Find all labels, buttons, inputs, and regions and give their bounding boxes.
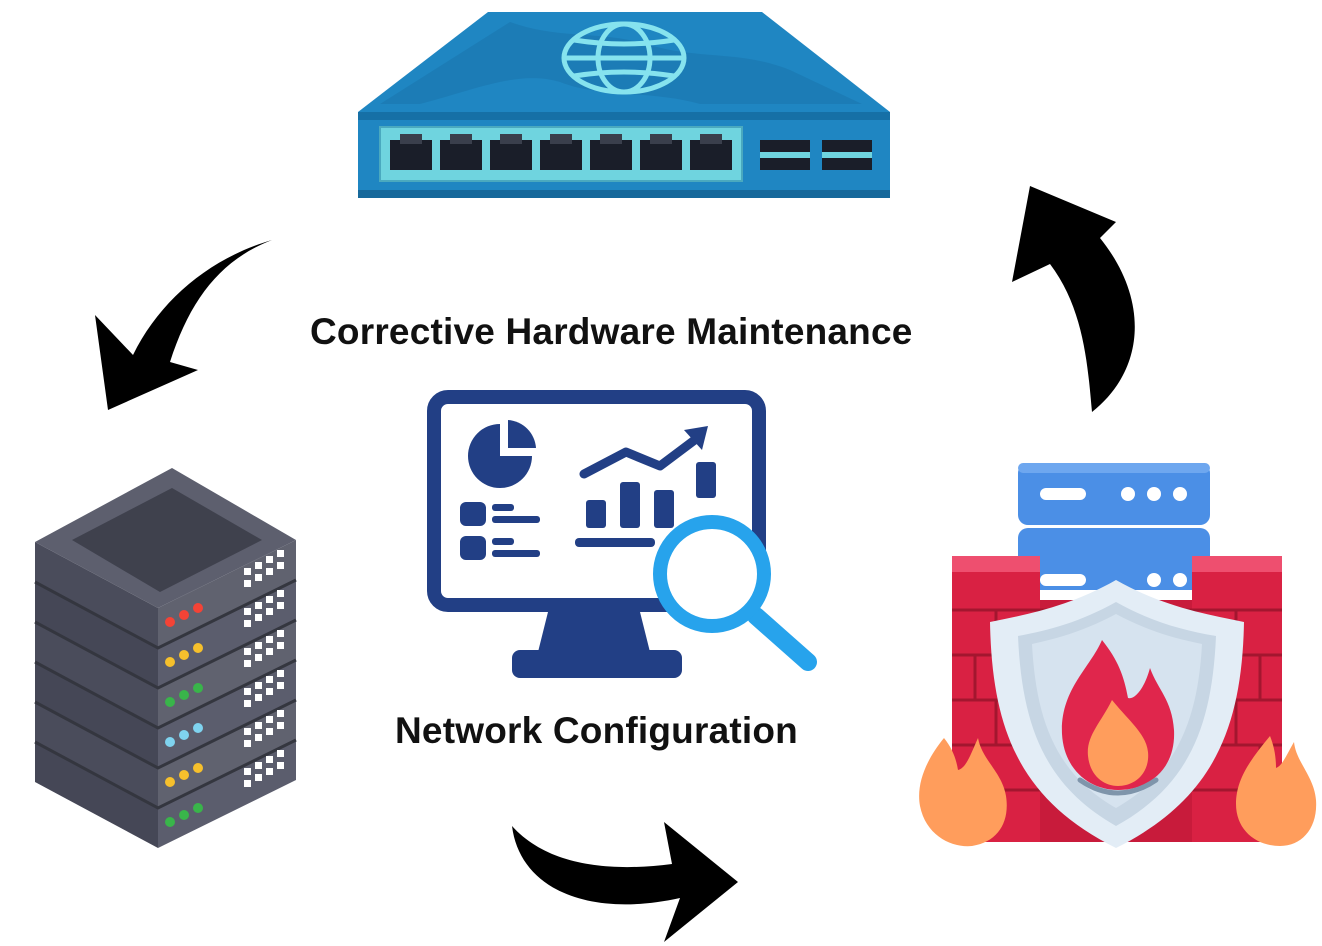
label-corrective-hardware-maintenance: Corrective Hardware Maintenance bbox=[310, 311, 913, 352]
curved-arrow-icon bbox=[1012, 186, 1135, 412]
curved-arrow-icon bbox=[512, 822, 738, 942]
curved-arrow-icon bbox=[95, 240, 272, 410]
network-switch-icon bbox=[358, 12, 890, 198]
firewall-shield-icon bbox=[919, 463, 1317, 848]
analytics-monitor-icon bbox=[427, 390, 817, 678]
label-network-configuration: Network Configuration bbox=[395, 710, 798, 751]
server-rack-icon bbox=[34, 468, 297, 848]
